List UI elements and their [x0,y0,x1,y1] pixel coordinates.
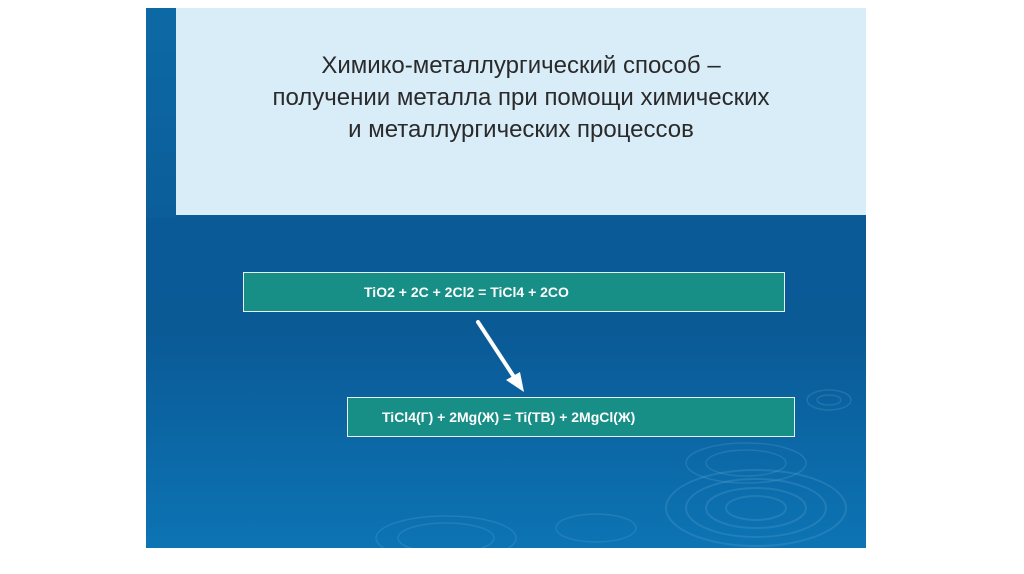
formula-box-2: TiCl4(Г) + 2Mg(Ж) = Ti(ТВ) + 2MgCl(Ж) [347,397,795,437]
title-line-1: Химико-металлургический способ – [321,52,721,79]
slide-left-strip [146,8,176,218]
title-box: Химико-металлургический способ – получен… [176,8,866,215]
slide: Химико-металлургический способ – получен… [146,8,866,548]
title-line-3: и металлургических процессов [348,116,694,143]
formula-box-1: TiO2 + 2C + 2Cl2 = TiCl4 + 2CO [243,272,785,312]
water-ripple-decoration [375,389,852,548]
title-line-2: получении металла при помощи химических [272,84,770,111]
slide-title: Химико-металлургический способ – получен… [176,50,866,146]
arrow-icon [476,320,524,392]
